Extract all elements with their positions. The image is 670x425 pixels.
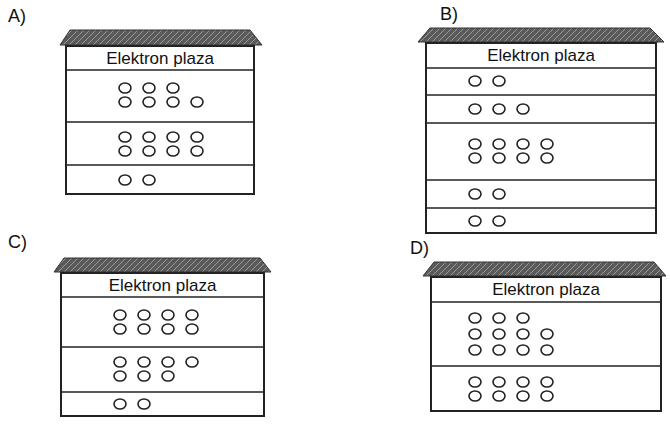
roof	[423, 262, 666, 276]
electrons	[114, 310, 198, 409]
option-letter: C)	[8, 232, 27, 253]
electron-house: Elektron plaza	[425, 42, 657, 234]
roof	[60, 30, 262, 45]
option-letter: B)	[440, 4, 458, 25]
option-letter: A)	[8, 6, 26, 27]
option-letter: D)	[410, 238, 429, 259]
electron-house: Elektron plaza	[65, 45, 255, 195]
floor-lines	[430, 302, 662, 366]
electron-house: Elektron plaza	[430, 276, 662, 412]
floor-lines	[425, 68, 657, 208]
floor-lines	[65, 70, 255, 165]
floor-lines	[60, 297, 265, 392]
roof	[418, 28, 664, 42]
electron-house: Elektron plaza	[60, 272, 265, 417]
roof	[54, 258, 271, 272]
electrons	[119, 83, 203, 185]
electrons	[469, 76, 553, 226]
house-title: Elektron plaza	[432, 278, 660, 302]
house-title: Elektron plaza	[62, 274, 263, 298]
electrons	[469, 313, 553, 401]
house-title: Elektron plaza	[67, 47, 253, 71]
house-title: Elektron plaza	[427, 44, 655, 68]
